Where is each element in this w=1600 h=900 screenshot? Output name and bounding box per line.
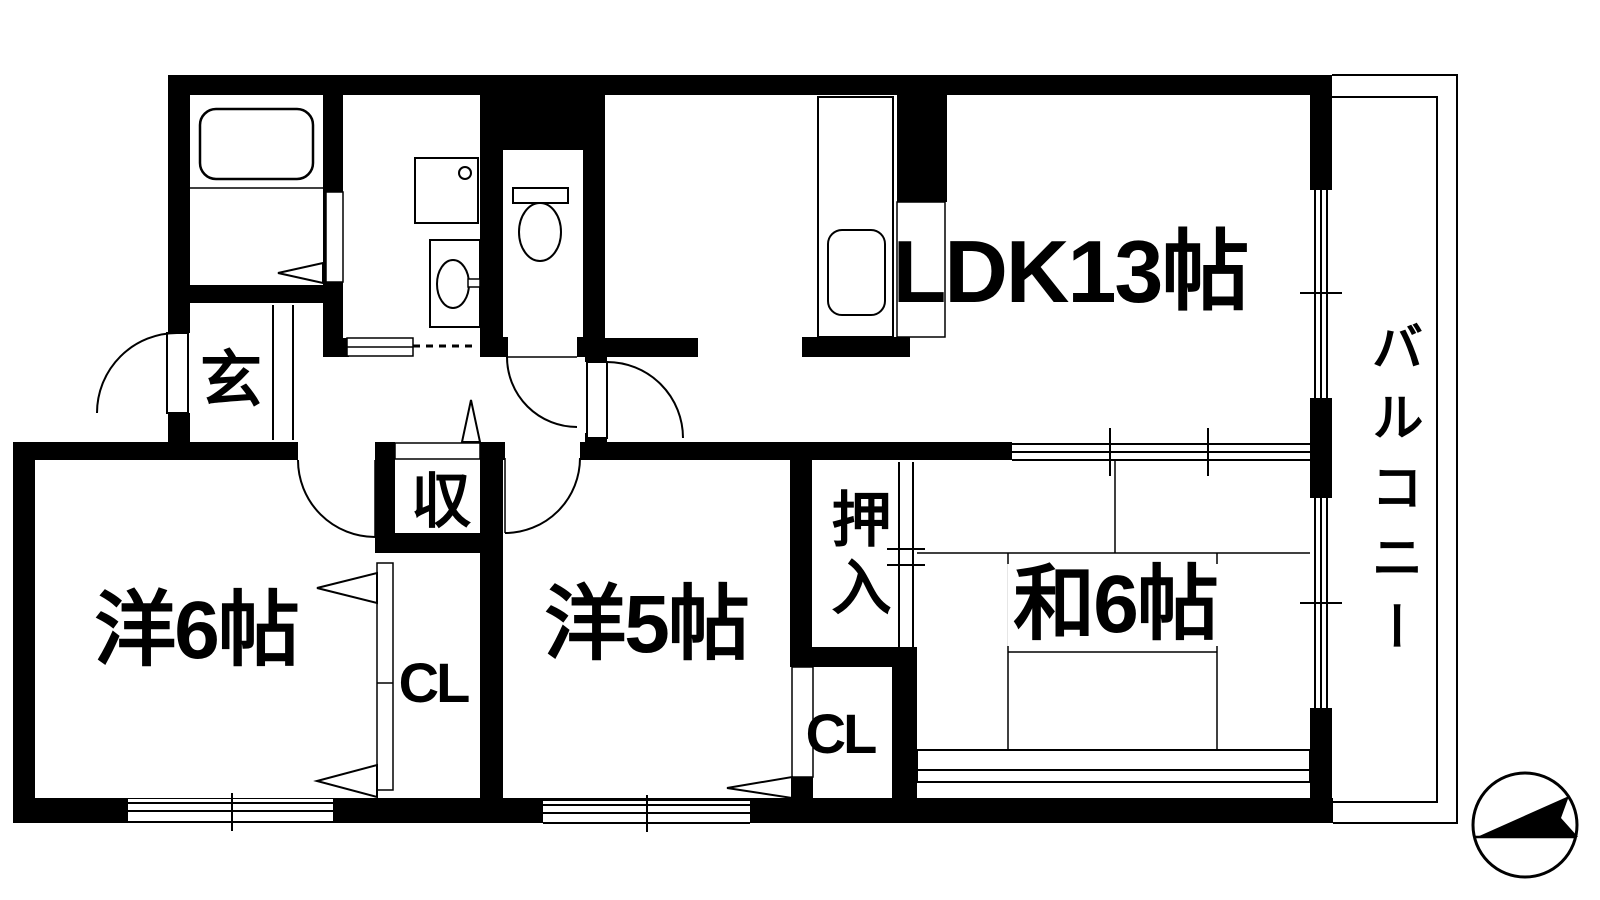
wall-left-lower xyxy=(13,442,35,823)
wall-toilet-right xyxy=(583,95,605,357)
closet-left-door-strip xyxy=(376,562,394,791)
walls xyxy=(13,75,1333,823)
room-label-storage: 収 xyxy=(411,468,471,535)
room-label-japanese6: 和6帖 xyxy=(1007,564,1223,646)
basin-spout-icon xyxy=(467,278,481,288)
window-washitsu-bottom xyxy=(916,749,1311,783)
west6-door-arc xyxy=(297,459,376,538)
west5-door-opening xyxy=(505,443,580,459)
entrance-door-arc xyxy=(96,332,178,414)
bathtub-icon xyxy=(198,107,315,181)
wall-right-pillar-bottom xyxy=(1310,708,1332,822)
closet-left-fold-icon-top xyxy=(316,571,378,605)
compass-icon xyxy=(1471,771,1579,879)
ldk-washitsu-partition xyxy=(1012,428,1310,476)
wash-basin-icon xyxy=(436,259,470,309)
wall-hall-band-1 xyxy=(13,442,298,460)
kitchen-counter-return xyxy=(896,201,946,338)
wall-right-pillar-top xyxy=(1310,75,1332,190)
wall-closet2-right xyxy=(892,667,917,798)
wall-hall-band-2 xyxy=(375,442,395,460)
oshiire-fusuma xyxy=(895,462,917,647)
tatami-lines xyxy=(917,460,1310,750)
doors xyxy=(96,191,925,800)
closet-right-door-strip xyxy=(791,666,814,778)
entrance-door-leaf xyxy=(166,332,189,414)
room-label-balcony: バルコニー xyxy=(1363,320,1421,670)
wall-washroom-jamb xyxy=(343,338,349,357)
room-label-closet-right: CL xyxy=(805,702,878,765)
toilet-bowl-icon xyxy=(518,202,562,262)
storage-door-fold-icon xyxy=(460,399,482,443)
closet-left-fold-icon-bottom xyxy=(313,763,378,799)
wall-ldk-stub xyxy=(605,338,698,357)
wall-oshiire-closet-divider xyxy=(790,647,917,667)
wall-ldk-door-jamb-top xyxy=(585,357,607,362)
closet-right-fold-icon xyxy=(726,775,793,800)
wall-oshiire-left xyxy=(790,460,812,667)
wall-storage-left xyxy=(375,460,395,533)
room-label-oshiire: 押入 xyxy=(823,488,890,624)
genkan-step-line xyxy=(272,305,294,440)
kitchen-sink-icon xyxy=(827,229,886,316)
balcony-outline xyxy=(1332,74,1458,824)
fixtures xyxy=(190,96,946,338)
ldk-door-leaf xyxy=(586,361,608,439)
wall-closet2-jamb xyxy=(792,777,813,798)
ldk-door-arc xyxy=(606,361,684,439)
wall-top xyxy=(168,75,1332,95)
wall-toilet-door-jamb-left xyxy=(503,337,508,357)
room-label-closet-left: CL xyxy=(398,651,471,714)
faucet-icon xyxy=(458,166,472,180)
toilet-tank-icon xyxy=(512,187,569,204)
wall-hall-band-3 xyxy=(480,442,505,460)
room-label-ldk: LDK13帖 xyxy=(892,222,1250,321)
bath-door-fold-icon xyxy=(277,261,324,285)
room-label-western6: 洋6帖 xyxy=(94,585,300,676)
toilet-door-opening xyxy=(508,337,577,357)
west5-door-arc xyxy=(504,457,581,534)
wall-storage-closet-divider xyxy=(375,533,503,553)
wall-toilet-left xyxy=(480,95,503,357)
wall-kitchen-pillar xyxy=(897,92,947,202)
windows xyxy=(128,190,1342,832)
wall-bath-bottom xyxy=(168,285,323,303)
wall-kitchen-base xyxy=(802,337,910,357)
wall-toilet-door-jamb-right xyxy=(577,337,583,357)
wall-hall-band-4 xyxy=(580,442,1012,460)
west6-door-opening xyxy=(298,443,375,459)
toilet-door-arc xyxy=(506,356,578,428)
room-label-western5: 洋5帖 xyxy=(544,579,750,670)
bath-door-strip xyxy=(325,191,344,283)
wall-left-upper xyxy=(168,95,190,333)
wall-right-pillar-mid xyxy=(1310,398,1332,498)
room-label-genkan: 玄 xyxy=(199,346,262,415)
storage-door-opening xyxy=(394,442,481,460)
wall-closet-west5 xyxy=(480,460,503,798)
